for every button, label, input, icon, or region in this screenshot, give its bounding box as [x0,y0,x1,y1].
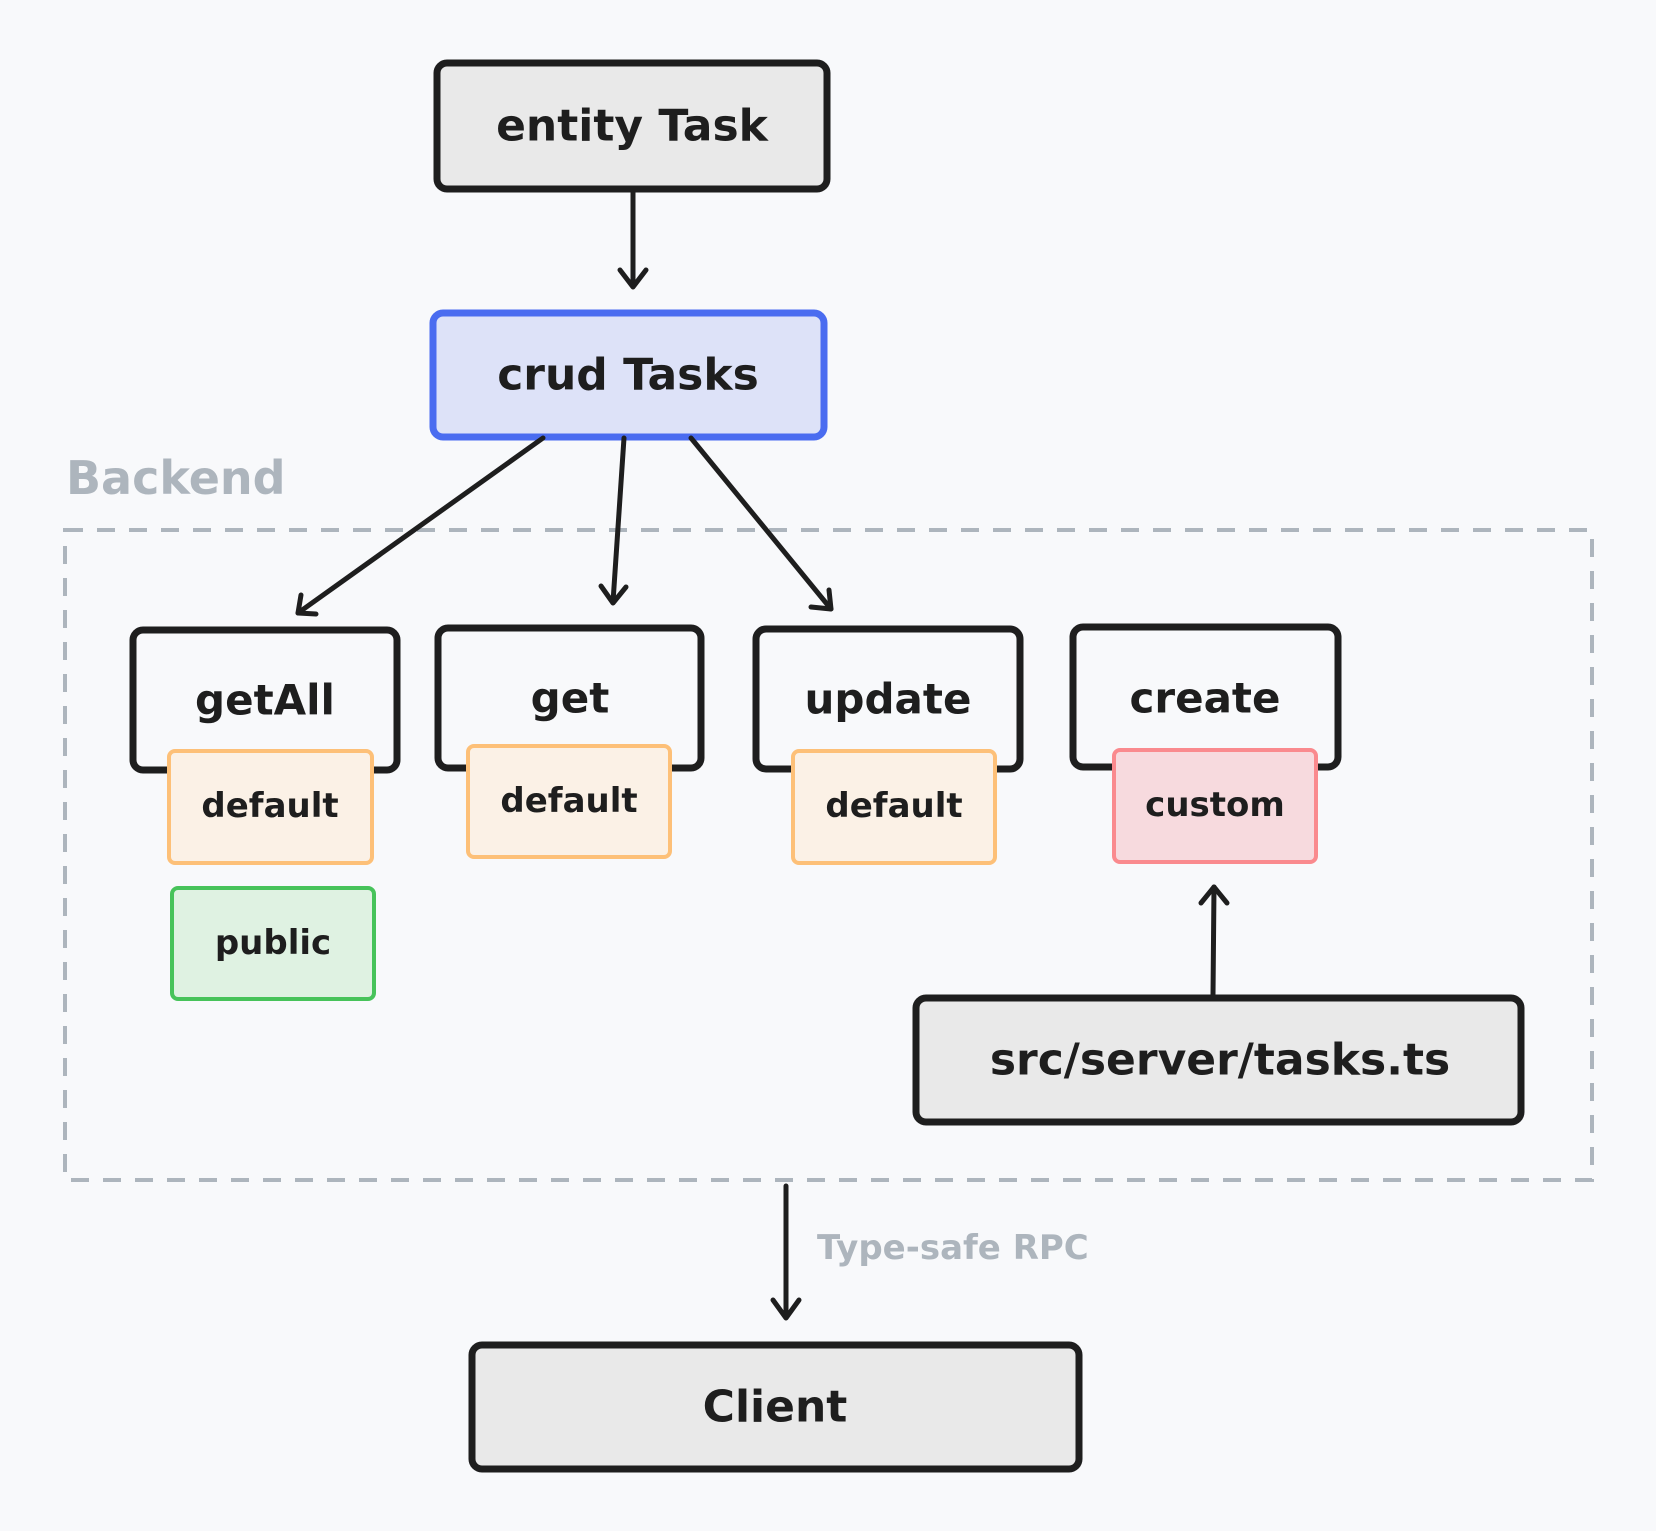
get-default-label: default [500,781,637,821]
rpc-label: Type-safe RPC [817,1228,1089,1268]
entity-task-label: entity Task [496,101,770,152]
get-label: get [531,674,610,723]
server-file-node[interactable]: src/server/tasks.ts [912,994,1525,1126]
backend-label: Backend [66,451,286,505]
arrow-entity-to-crud [617,189,649,290]
getall-public-badge: public [170,886,376,1001]
client-label: Client [703,1382,848,1433]
arrow-crud-to-get [598,435,629,606]
getall-default-badge: default [167,749,374,865]
get-default-badge: default [466,744,672,859]
entity-task-node[interactable]: entity Task [433,59,831,193]
arrow-crud-to-update [688,435,834,612]
getall-default-label: default [201,786,338,826]
crud-tasks-label: crud Tasks [497,350,759,401]
client-node[interactable]: Client [468,1341,1083,1473]
crud-tasks-node[interactable]: crud Tasks [429,309,828,441]
getall-label: getAll [195,676,335,725]
getall-node[interactable]: getAll [129,626,401,774]
create-custom-badge: custom [1112,748,1318,864]
create-label: create [1130,674,1281,723]
arrow-server-to-custom [1198,884,1230,998]
update-default-badge: default [791,749,997,865]
arrow-crud-to-getall [295,435,546,617]
server-file-label: src/server/tasks.ts [990,1035,1450,1086]
create-custom-label: custom [1145,785,1285,825]
update-node[interactable]: update [752,625,1024,773]
arrow-backend-to-client [770,1183,802,1321]
create-node[interactable]: create [1069,623,1342,771]
update-label: update [805,675,972,724]
getall-public-label: public [215,923,331,963]
update-default-label: default [825,786,962,826]
